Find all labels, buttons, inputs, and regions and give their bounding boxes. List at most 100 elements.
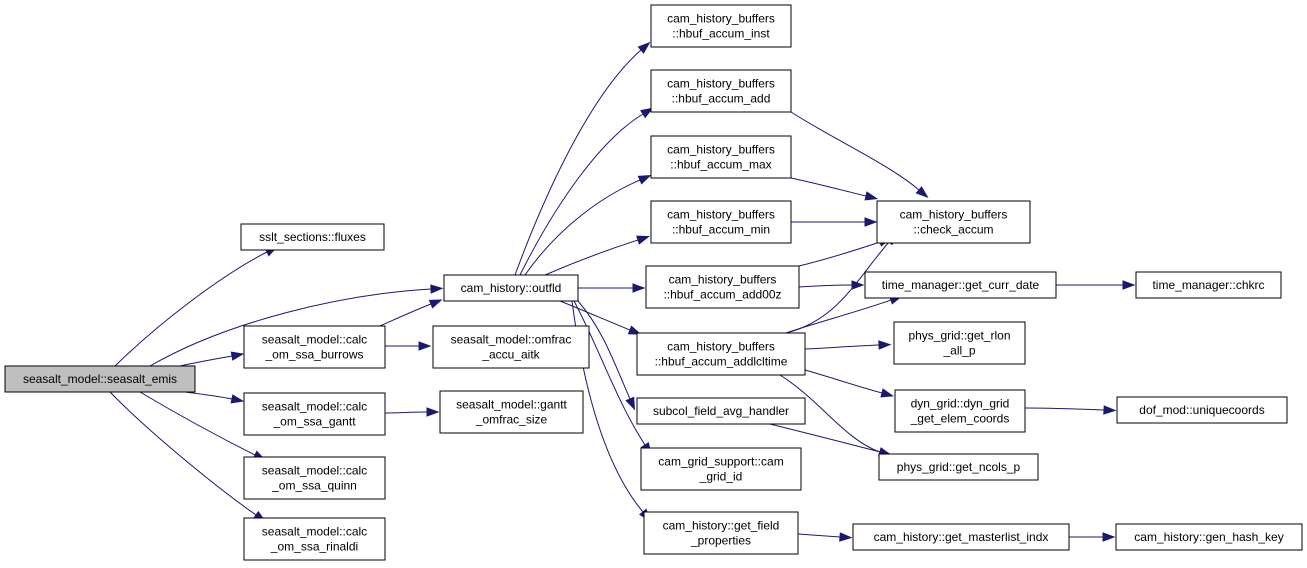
node-label-line: cam_history_buffers xyxy=(667,208,775,222)
edge-outfld-to-inst xyxy=(514,41,651,276)
node-box xyxy=(1115,523,1303,551)
node-omfrac[interactable]: seasalt_model::omfrac_accu_aitk xyxy=(432,325,590,369)
node-min[interactable]: cam_history_buffers::hbuf_accum_min xyxy=(650,200,792,244)
edge-currdate-to-chkrc xyxy=(1056,280,1136,290)
node-fieldprop[interactable]: cam_history::get_field_properties xyxy=(643,511,799,555)
node-ncols[interactable]: phys_grid::get_ncols_p xyxy=(878,453,1039,481)
node-root[interactable]: seasalt_model::seasalt_emis xyxy=(4,365,196,393)
edge-outfld-to-add00z xyxy=(578,283,646,293)
edge-line xyxy=(798,284,853,288)
node-box xyxy=(643,511,799,555)
node-label-line: phys_grid::get_rlon xyxy=(908,329,1010,343)
edge-root-to-gantt xyxy=(184,391,245,404)
node-rlon[interactable]: phys_grid::get_rlon_all_p xyxy=(893,321,1026,365)
edge-line xyxy=(114,251,268,367)
node-fluxes[interactable]: sslt_sections::fluxes xyxy=(240,223,385,251)
edge-arrowhead xyxy=(637,41,651,54)
node-label-line: cam_grid_support::cam xyxy=(658,455,783,469)
edge-arrowhead xyxy=(426,407,440,417)
node-add[interactable]: cam_history_buffers::hbuf_accum_add xyxy=(650,69,792,113)
node-box xyxy=(4,365,196,393)
edge-line xyxy=(785,299,892,334)
node-chkrc[interactable]: time_manager::chkrc xyxy=(1135,271,1282,299)
node-masterlist[interactable]: cam_history::get_masterlist_indx xyxy=(852,523,1070,551)
node-hashkey[interactable]: cam_history::gen_hash_key xyxy=(1115,523,1303,551)
node-rinaldi[interactable]: seasalt_model::calc_om_ssa_rinaldi xyxy=(243,517,386,561)
edge-arrowhead xyxy=(915,186,929,199)
nodes-layer: seasalt_model::seasalt_emis sslt_sections… xyxy=(4,4,1303,561)
node-add00z[interactable]: cam_history_buffers::hbuf_accum_add00z xyxy=(645,265,800,309)
edge-outfld-to-add xyxy=(519,107,654,276)
node-label-line: cam_history_buffers xyxy=(669,273,777,287)
node-box xyxy=(243,456,386,500)
edge-add-to-check xyxy=(790,111,929,199)
edge-line xyxy=(804,344,880,350)
edge-max-to-check xyxy=(790,177,879,201)
edge-line xyxy=(790,177,867,197)
node-box xyxy=(636,397,806,425)
edge-line xyxy=(790,111,920,191)
node-label-line: cam_history::outfld xyxy=(461,281,562,295)
node-box xyxy=(432,325,590,369)
edge-arrowhead xyxy=(632,283,646,293)
node-check[interactable]: cam_history_buffers::check_accum xyxy=(876,200,1031,244)
node-label-line: time_manager::get_curr_date xyxy=(882,278,1040,292)
node-box xyxy=(1116,396,1288,424)
edge-line xyxy=(797,533,841,538)
node-label-line: _all_p xyxy=(942,344,975,358)
node-label-line: ::hbuf_accum_add00z xyxy=(663,288,781,302)
edge-addlcl-to-currdate xyxy=(785,295,903,334)
node-label-line: cam_history_buffers xyxy=(667,143,775,157)
node-addlcl[interactable]: cam_history_buffers::hbuf_accum_addlclti… xyxy=(636,332,806,376)
node-max[interactable]: cam_history_buffers::hbuf_accum_max xyxy=(650,135,792,179)
edge-arrowhead xyxy=(637,175,652,185)
node-box xyxy=(650,200,792,244)
node-label-line: ::hbuf_accum_min xyxy=(672,223,770,237)
node-gantt_size[interactable]: seasalt_model::gantt_omfrac_size xyxy=(439,390,584,434)
node-quinn[interactable]: seasalt_model::calc_om_ssa_quinn xyxy=(243,456,386,500)
edge-line xyxy=(559,300,631,331)
node-inst[interactable]: cam_history_buffers::hbuf_accum_inst xyxy=(650,4,792,48)
node-box xyxy=(240,223,385,251)
edge-line xyxy=(577,300,631,400)
node-box xyxy=(443,274,579,302)
edge-arrowhead xyxy=(627,325,642,335)
node-box xyxy=(243,392,386,436)
edge-line xyxy=(149,288,432,367)
node-elem[interactable]: dyn_grid::dyn_grid_get_elem_coords xyxy=(894,389,1026,433)
node-label-line: time_manager::chkrc xyxy=(1152,278,1264,292)
node-gridid[interactable]: cam_grid_support::cam_grid_id xyxy=(640,447,802,491)
edge-arrowhead xyxy=(851,280,865,290)
node-box xyxy=(650,69,792,113)
node-label-line: seasalt_model::seasalt_emis xyxy=(23,372,177,386)
edge-addlcl-to-rlon xyxy=(804,340,892,350)
edge-line xyxy=(384,411,428,414)
node-outfld[interactable]: cam_history::outfld xyxy=(443,274,579,302)
node-label-line: sslt_sections::fluxes xyxy=(259,230,366,244)
edge-line xyxy=(524,179,641,276)
edge-arrowhead xyxy=(864,191,879,201)
edge-arrowhead xyxy=(430,284,444,294)
edge-line xyxy=(1024,407,1105,411)
edge-root-to-rinaldi xyxy=(109,391,267,523)
edge-masterlist-to-hashkey xyxy=(1069,532,1116,542)
edge-arrowhead xyxy=(230,394,245,404)
edge-fieldprop-to-masterlist xyxy=(797,532,853,542)
node-label-line: seasalt_model::calc xyxy=(262,464,367,478)
edge-line xyxy=(139,391,256,456)
node-burrows[interactable]: seasalt_model::calc_om_ssa_burrows xyxy=(243,325,386,369)
node-label-line: _grid_id xyxy=(699,470,743,484)
node-box xyxy=(1135,271,1282,299)
node-label-line: dyn_grid::dyn_grid xyxy=(911,397,1010,411)
node-subcol[interactable]: subcol_field_avg_handler xyxy=(636,397,806,425)
node-unique[interactable]: dof_mod::uniquecoords xyxy=(1116,396,1288,424)
node-label-line: ::hbuf_accum_max xyxy=(670,158,771,172)
node-label-line: cam_history_buffers xyxy=(667,340,775,354)
node-currdate[interactable]: time_manager::get_curr_date xyxy=(864,271,1057,299)
node-label-line: seasalt_model::omfrac xyxy=(451,333,572,347)
edge-arrowhead xyxy=(1103,405,1117,415)
edge-line xyxy=(519,113,644,276)
edge-burrows-to-outfld xyxy=(379,299,443,327)
node-label-line: _om_ssa_rinaldi xyxy=(270,540,358,554)
node-gantt[interactable]: seasalt_model::calc_om_ssa_gantt xyxy=(243,392,386,436)
